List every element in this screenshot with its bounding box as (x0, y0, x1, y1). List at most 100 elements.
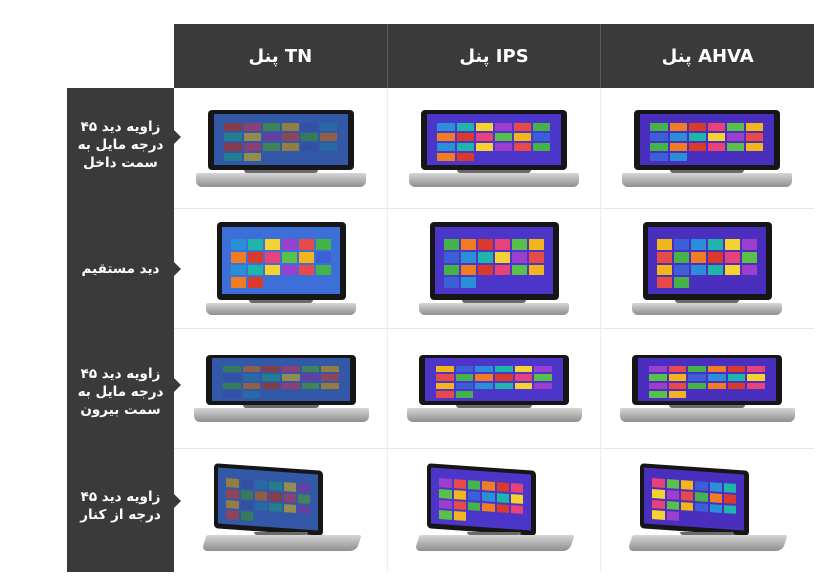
start-tile (248, 251, 264, 263)
laptop-image (413, 462, 575, 552)
start-tile (666, 489, 680, 500)
laptop-hinge (679, 531, 735, 535)
laptop-base (406, 408, 582, 422)
start-tile (281, 365, 300, 373)
start-tile (668, 382, 687, 390)
windows-start-screen-icon (637, 358, 777, 401)
start-tile (320, 142, 338, 151)
start-tile (695, 502, 708, 512)
start-tile (226, 499, 239, 509)
start-tile (468, 490, 481, 501)
start-tile (315, 238, 331, 250)
start-tile (222, 365, 241, 373)
start-tile (727, 142, 745, 151)
start-tile (475, 374, 493, 381)
laptop-screen (631, 355, 783, 405)
start-tile (435, 382, 454, 390)
start-tile (265, 238, 280, 250)
column-header: پنل AHVA (600, 24, 814, 88)
start-tile (650, 122, 668, 131)
laptop-base (206, 303, 356, 315)
laptop-image (619, 355, 795, 423)
start-tile (226, 510, 239, 520)
start-tile (482, 480, 495, 491)
laptop-image (626, 462, 788, 552)
start-tile (456, 153, 474, 162)
start-tile (456, 142, 474, 151)
row-label: زاویه دید ۴۵ درجه مایل به سمت بیرون (77, 366, 164, 418)
start-tile (455, 374, 474, 381)
start-tile (231, 277, 247, 289)
start-tile (688, 122, 706, 131)
start-tile (283, 481, 297, 492)
row-arrow (174, 494, 181, 508)
start-tile (511, 238, 527, 250)
start-tile (243, 153, 261, 162)
laptop-base (200, 534, 362, 551)
laptop-cell (388, 329, 600, 449)
column-divider (387, 88, 388, 572)
start-tile (669, 122, 687, 131)
start-tile (514, 374, 533, 381)
start-tile (475, 365, 493, 373)
start-tile (494, 132, 513, 141)
row-arrow (174, 262, 181, 276)
start-tile (494, 142, 513, 151)
start-tile (255, 479, 268, 490)
start-tile (281, 382, 300, 390)
row-divider (174, 328, 814, 329)
start-tile (437, 142, 455, 151)
start-tile (444, 251, 460, 263)
start-tile (262, 365, 280, 373)
laptop-cell (175, 209, 387, 329)
start-tile (240, 478, 254, 489)
start-tile (724, 264, 740, 276)
row-label: دید مستقیم (81, 261, 160, 277)
laptop-hinge (244, 170, 318, 173)
start-tile (224, 153, 242, 162)
start-tile (707, 264, 723, 276)
start-tile (666, 500, 680, 510)
start-tile (455, 382, 474, 390)
row-divider (174, 208, 814, 209)
laptop-screen (420, 110, 568, 170)
windows-start-screen-icon (647, 226, 767, 294)
laptop-screen (214, 462, 323, 536)
column-header-bar: پنل TN پنل IPS پنل AHVA (174, 24, 814, 88)
start-tile (724, 251, 740, 263)
start-tile (707, 374, 726, 381)
laptop-hinge (674, 300, 740, 303)
start-tile (657, 277, 673, 289)
start-tile (475, 122, 493, 131)
laptop-image (200, 462, 362, 552)
start-tile (688, 374, 706, 381)
row-label: زاویه دید ۴۵ درجه از کنار (80, 489, 161, 523)
laptop-base (409, 173, 579, 187)
start-tile (315, 251, 331, 263)
start-tile (494, 264, 510, 276)
start-tile (482, 502, 495, 512)
start-tile (494, 374, 513, 381)
start-tile (283, 492, 297, 503)
start-tile (707, 122, 726, 131)
start-tile (648, 382, 667, 390)
start-tile (444, 238, 460, 250)
start-tile (444, 277, 460, 289)
start-tile (496, 481, 510, 492)
start-tile (727, 382, 746, 390)
laptop-cell (175, 449, 387, 569)
start-tile (648, 391, 667, 398)
start-tile (224, 122, 242, 131)
start-tile (265, 251, 280, 263)
start-tile (435, 365, 454, 373)
start-tile (224, 142, 242, 151)
start-tile (269, 502, 282, 512)
laptop-base (419, 303, 569, 315)
start-tile (461, 251, 477, 263)
start-tile (222, 391, 241, 398)
start-tile (533, 132, 551, 141)
laptop-hinge (457, 170, 531, 173)
start-tile (265, 264, 280, 276)
windows-start-screen-icon (211, 358, 351, 401)
start-tile (707, 365, 726, 373)
